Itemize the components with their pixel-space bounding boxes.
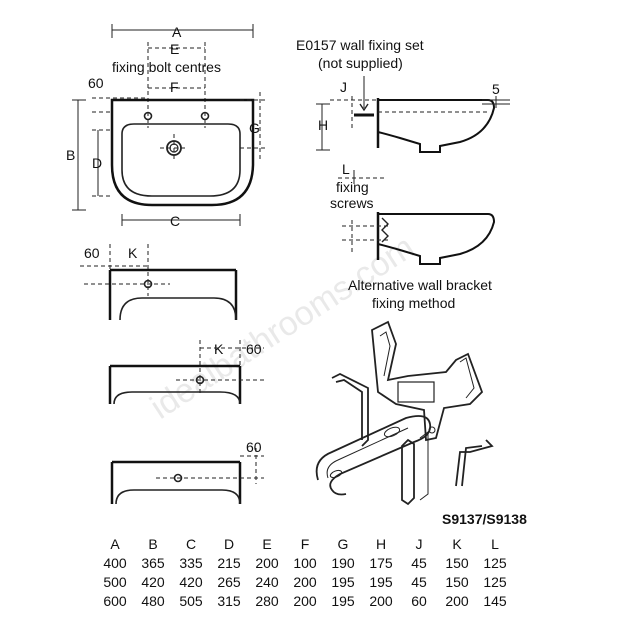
- table-cell: 150: [445, 554, 469, 571]
- dim-label-5: 5: [492, 81, 500, 97]
- dim-label-60-right: 60: [246, 341, 262, 357]
- col-header-h: H: [375, 535, 387, 552]
- table-cell: 100: [293, 554, 317, 571]
- dim-label-b: B: [66, 147, 75, 163]
- table-cell: 45: [411, 554, 427, 571]
- table-row: 600 480 505 315 280 200 195 200 60 200 1…: [96, 591, 514, 610]
- basin-detail-k-right: K 60: [108, 340, 264, 405]
- table-cell: 145: [483, 592, 507, 609]
- table-cell: 150: [445, 573, 469, 590]
- basin-detail-k-left: 60 K: [80, 244, 238, 321]
- col-header-f: F: [300, 535, 310, 552]
- table-cell: 335: [179, 554, 203, 571]
- wall-bracket-illustration: S9137/S9138: [315, 320, 527, 527]
- table-header-row: A B C D E F G H J K L: [96, 534, 514, 553]
- table-cell: 200: [255, 554, 279, 571]
- col-header-b: B: [148, 535, 158, 552]
- table-cell: 240: [255, 573, 279, 590]
- table-cell: 600: [103, 592, 127, 609]
- col-header-l: L: [491, 535, 499, 552]
- col-header-d: D: [223, 535, 235, 552]
- fixing-screws-label-2: screws: [330, 195, 374, 211]
- dim-label-k-left: K: [128, 245, 138, 261]
- dim-label-e: E: [170, 41, 179, 57]
- wall-fixing-set-label: E0157 wall fixing set: [296, 37, 424, 53]
- table-cell: 280: [255, 592, 279, 609]
- col-header-e: E: [262, 535, 272, 552]
- table-cell: 480: [141, 592, 165, 609]
- table-cell: 365: [141, 554, 165, 571]
- fixing-bolt-centres-label: fixing bolt centres: [112, 59, 221, 75]
- table-row: 500 420 420 265 240 200 195 195 45 150 1…: [96, 572, 514, 591]
- table-cell: 505: [179, 592, 203, 609]
- table-cell: 60: [411, 592, 427, 609]
- dimensions-table: A B C D E F G H J K L 400 365 335 215 20…: [96, 534, 514, 610]
- table-cell: 200: [445, 592, 469, 609]
- table-cell: 215: [217, 554, 241, 571]
- dim-label-l: L: [342, 161, 350, 177]
- col-header-c: C: [185, 535, 197, 552]
- col-header-a: A: [110, 535, 120, 552]
- bracket-code-label: S9137/S9138: [442, 511, 527, 527]
- col-header-j: J: [415, 535, 423, 552]
- dim-label-k-right: K: [214, 341, 224, 357]
- dim-label-g: G: [249, 120, 260, 136]
- table-cell: 125: [483, 554, 507, 571]
- dim-label-f: F: [170, 79, 179, 95]
- not-supplied-label: (not supplied): [318, 55, 403, 71]
- table-cell: 420: [179, 573, 203, 590]
- dim-label-j: J: [340, 79, 347, 95]
- table-cell: 200: [293, 573, 317, 590]
- table-cell: 190: [331, 554, 355, 571]
- table-cell: 400: [103, 554, 127, 571]
- table-cell: 200: [369, 592, 393, 609]
- dim-label-h: H: [318, 117, 328, 133]
- table-cell: 265: [217, 573, 241, 590]
- table-cell: 500: [103, 573, 127, 590]
- dim-label-60-top: 60: [88, 75, 104, 91]
- col-header-g: G: [337, 535, 349, 552]
- basin-plan-view: A E fixing bolt centres 60 F B: [66, 24, 266, 229]
- table-cell: 45: [411, 573, 427, 590]
- table-cell: 315: [217, 592, 241, 609]
- table-cell: 175: [369, 554, 393, 571]
- table-cell: 195: [331, 573, 355, 590]
- table-cell: 195: [369, 573, 393, 590]
- table-row: 400 365 335 215 200 100 190 175 45 150 1…: [96, 553, 514, 572]
- alt-bracket-label-2: fixing method: [372, 295, 455, 311]
- dim-label-c: C: [170, 213, 180, 229]
- basin-side-view: E0157 wall fixing set (not supplied) J H…: [296, 37, 510, 311]
- alt-bracket-label-1: Alternative wall bracket: [348, 277, 492, 293]
- dim-label-60-low: 60: [246, 439, 262, 455]
- table-cell: 125: [483, 573, 507, 590]
- table-cell: 420: [141, 573, 165, 590]
- dim-label-a: A: [172, 24, 182, 40]
- table-cell: 200: [293, 592, 317, 609]
- table-cell: 195: [331, 592, 355, 609]
- col-header-k: K: [452, 535, 462, 552]
- dim-label-d: D: [92, 155, 102, 171]
- dim-label-60-mid: 60: [84, 245, 100, 261]
- fixing-screws-label-1: fixing: [336, 179, 369, 195]
- basin-detail-60: 60: [110, 439, 264, 505]
- watermark: idealbathrooms.com: [144, 228, 421, 427]
